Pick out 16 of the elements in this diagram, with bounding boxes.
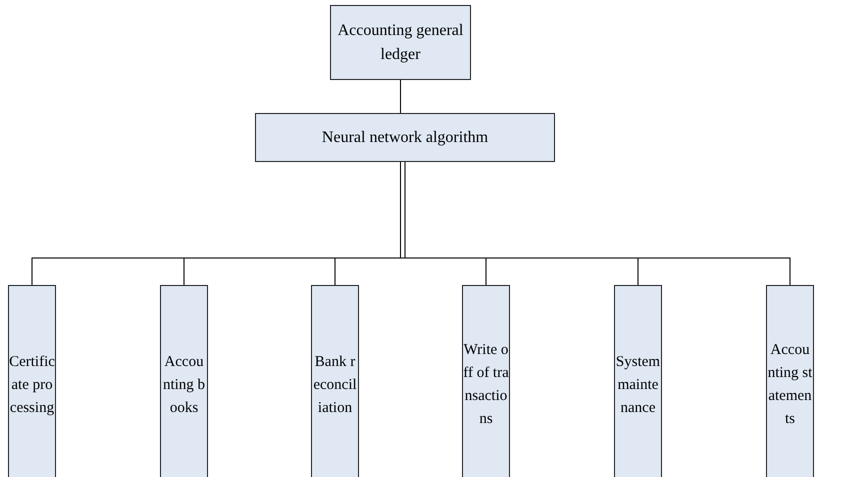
box-label: Certificate processing [9,352,55,418]
module-box [614,285,662,477]
module-box [8,285,56,477]
module-box [766,285,814,477]
box-label: Accounting books [162,352,206,418]
box-label: Neural network algorithm [322,128,488,148]
box-label: Accounting statements [767,341,813,429]
module-box [160,285,208,477]
box-label: Bank reconciliation [312,352,358,418]
box-label: Write off of transactions [463,341,509,429]
process-box [330,5,471,80]
process-box [255,113,555,162]
box-label: System maintenance [615,352,661,418]
box-label: Accounting general ledger [336,20,464,64]
module-box [462,285,510,477]
module-box [311,285,359,477]
